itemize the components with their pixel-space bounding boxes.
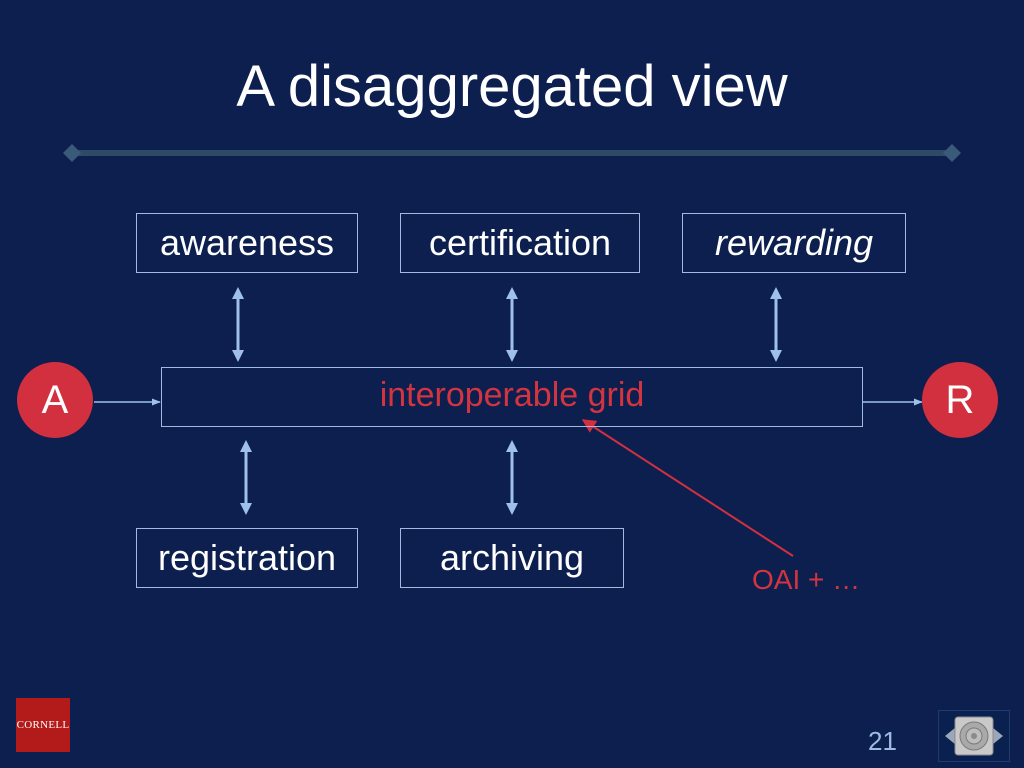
- box-interoperable-grid-label: interoperable grid: [379, 376, 645, 414]
- cornell-logo: CORNELL: [16, 698, 70, 752]
- box-certification: certification: [400, 213, 640, 273]
- box-awareness-label: awareness: [159, 222, 335, 263]
- node-a: A: [17, 362, 93, 438]
- box-rewarding-label: rewarding: [714, 222, 874, 263]
- box-archiving: archiving: [400, 528, 624, 588]
- node-r-label: R: [945, 377, 975, 422]
- page-number: 21: [868, 726, 897, 756]
- sound-button[interactable]: [938, 710, 1010, 762]
- box-certification-label: certification: [428, 222, 612, 263]
- annotation-label: OAI + …: [752, 564, 861, 595]
- annotation-arrow: [581, 419, 794, 557]
- node-a-label: A: [41, 377, 69, 422]
- cornell-logo-text: CORNELL: [16, 719, 70, 731]
- box-registration: registration: [136, 528, 358, 588]
- box-archiving-label: archiving: [439, 537, 585, 578]
- box-interoperable-grid: interoperable grid: [161, 367, 863, 427]
- speaker-icon: [945, 716, 1003, 756]
- node-r: R: [922, 362, 998, 438]
- box-rewarding: rewarding: [682, 213, 906, 273]
- box-registration-label: registration: [157, 537, 337, 578]
- box-awareness: awareness: [136, 213, 358, 273]
- slide-title: A disaggregated view: [236, 54, 788, 119]
